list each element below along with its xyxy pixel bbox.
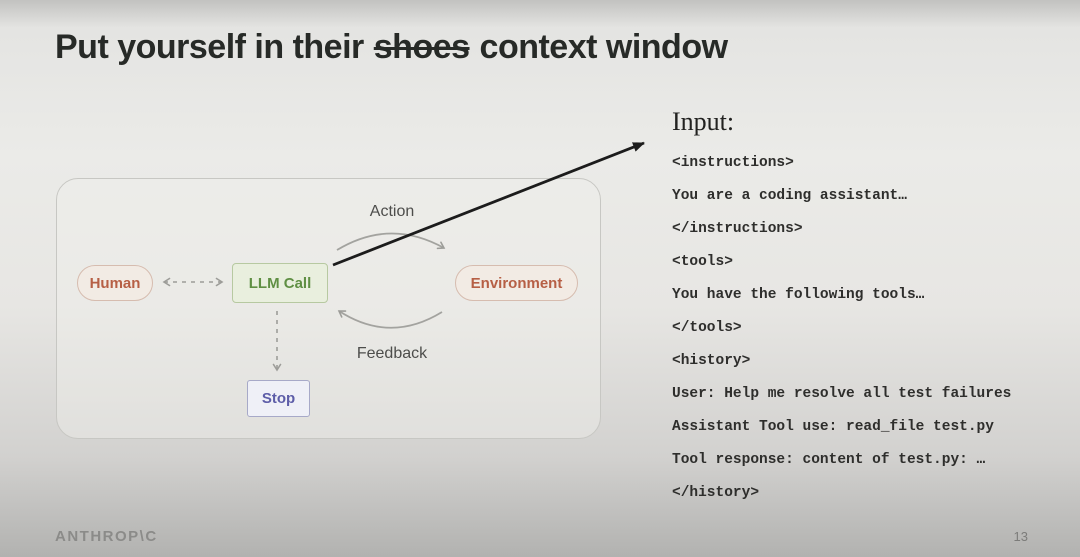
context-line: <history> [672, 353, 751, 369]
context-line: User: Help me resolve all test failures [672, 386, 1012, 402]
stop-node: Stop [247, 380, 310, 417]
context-line: </instructions> [672, 221, 803, 237]
input-heading: Input: [672, 107, 735, 136]
llm-call-node: LLM Call [232, 263, 328, 303]
context-line: You have the following tools… [672, 287, 925, 303]
context-window-panel: Input: <instructions> You are a coding a… [672, 107, 1062, 510]
page-number: 13 [1013, 529, 1028, 544]
title-part1: Put yourself in their [55, 28, 364, 66]
environment-node: Environment [455, 265, 578, 301]
title-part2: context window [479, 28, 729, 66]
context-line: Tool response: content of test.py: … [672, 452, 986, 468]
slide-title: Put yourself in their shoes context wind… [55, 28, 728, 67]
context-line: </tools> [672, 320, 742, 336]
agent-loop-diagram: Human LLM Call Environment Stop Action F… [56, 178, 601, 439]
anthropic-logo: ANTHROP\C [55, 528, 158, 545]
human-node: Human [77, 265, 153, 301]
title-strikethrough-word: shoes [373, 28, 470, 66]
context-line: Assistant Tool use: read_file test.py [672, 419, 994, 435]
context-line: You are a coding assistant… [672, 188, 907, 204]
context-line: <instructions> [672, 155, 794, 171]
context-line: <tools> [672, 254, 733, 270]
action-edge-label: Action [369, 203, 415, 220]
context-line: </history> [672, 485, 760, 501]
feedback-edge-label: Feedback [356, 345, 428, 362]
